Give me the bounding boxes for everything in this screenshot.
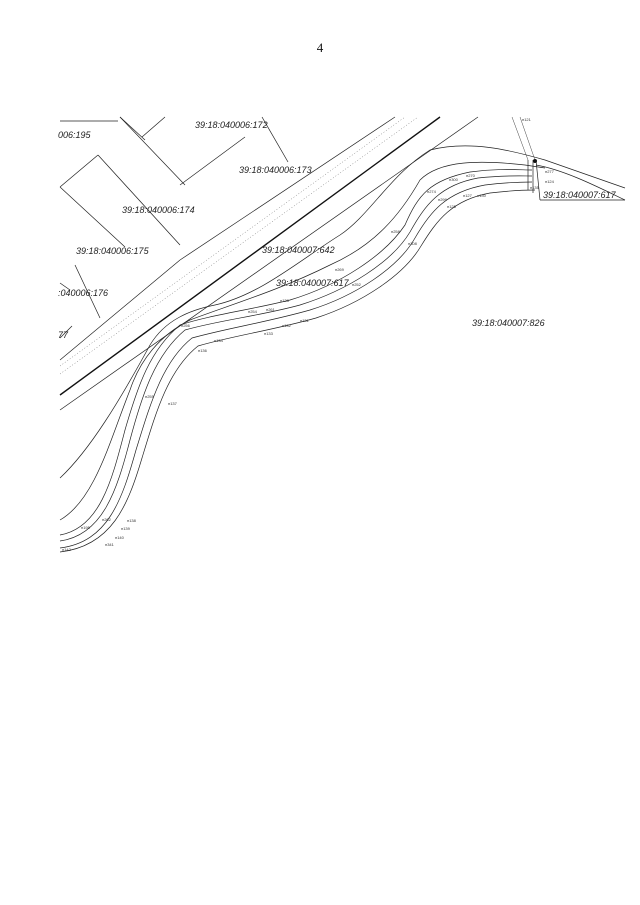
- point-label: н134: [214, 338, 224, 343]
- point-label: н140: [115, 535, 125, 540]
- point-label: н270: [466, 173, 476, 178]
- point-label: н274: [427, 189, 437, 194]
- boundary-strip: [59, 116, 626, 553]
- point-label: н125: [447, 204, 457, 209]
- point-label: н258: [391, 229, 401, 234]
- parcel-labels: 006:195 39:18:040006:172 39:18:040006:17…: [58, 120, 617, 340]
- point-label: н136: [198, 348, 208, 353]
- parcel-boundaries: [59, 116, 289, 339]
- survey-point-labels: н121 н277 н124 н135 н130 н127 н300 н270 …: [62, 117, 555, 552]
- point-label: н130: [477, 193, 487, 198]
- point-label: н269: [335, 267, 345, 272]
- point-label: н261: [266, 307, 276, 312]
- point-label: н341: [105, 542, 115, 547]
- point-label: н139: [121, 526, 131, 531]
- parcel-label-176: :040006:176: [58, 288, 108, 298]
- parcel-label-617-right: 39:18:040007:617: [543, 190, 617, 200]
- point-label: н138: [127, 518, 137, 523]
- point-label: н127: [463, 193, 473, 198]
- point-label: н121: [522, 117, 532, 122]
- point-label: н135: [530, 185, 540, 190]
- parcel-label-617-center: 39:18:040007:617: [276, 278, 350, 288]
- point-label: н128: [280, 298, 290, 303]
- parcel-label-175: 39:18:040006:175: [76, 246, 150, 256]
- parcel-label-195: 006:195: [58, 130, 92, 140]
- page-number: 4: [316, 40, 324, 55]
- parcel-label-826: 39:18:040007:826: [472, 318, 545, 328]
- point-label: н255: [145, 394, 155, 399]
- point-label: н300: [449, 177, 459, 182]
- point-label: н308: [408, 241, 418, 246]
- parcel-label-174: 39:18:040006:174: [122, 205, 195, 215]
- survey-marker-icon: [533, 159, 537, 163]
- point-label: н131: [300, 318, 310, 323]
- point-label: н137: [168, 401, 178, 406]
- parcel-label-642: 39:18:040007:642: [262, 245, 335, 255]
- point-label: н142: [62, 547, 72, 552]
- point-label: н262: [102, 517, 112, 522]
- point-label: н277: [545, 169, 555, 174]
- point-label: н124: [545, 179, 555, 184]
- parcel-label-77: 77: [58, 330, 69, 340]
- point-label: н133: [264, 331, 274, 336]
- point-label: н299: [438, 197, 448, 202]
- point-label: н256: [181, 323, 191, 328]
- point-label: н195: [81, 525, 91, 530]
- parcel-label-172: 39:18:040006:172: [195, 120, 268, 130]
- point-label: н254: [248, 309, 258, 314]
- road: [59, 116, 479, 411]
- parcel-label-173: 39:18:040006:173: [239, 165, 312, 175]
- point-label: н132: [282, 323, 292, 328]
- point-label: н252: [352, 282, 362, 287]
